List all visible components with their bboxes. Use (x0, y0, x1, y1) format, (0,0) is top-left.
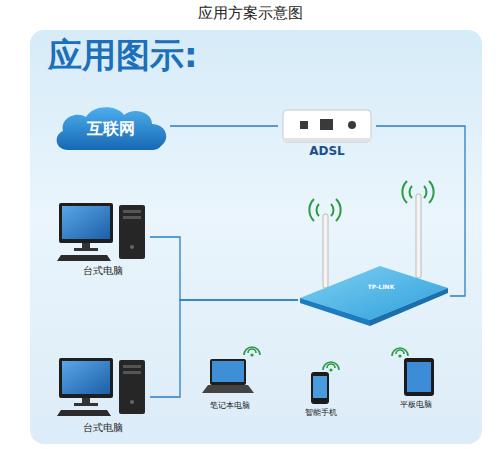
adsl-modem: ADSL (278, 106, 376, 162)
network-cable (170, 125, 278, 126)
desktop-computer: 台式电脑 (55, 197, 150, 279)
tablet: 平板电脑 (386, 348, 446, 414)
device-label: 笔记本电脑 (200, 401, 260, 410)
wireless-router: TP-LINK (298, 180, 450, 328)
panel-heading: 应用图示: (48, 36, 348, 75)
laptop: 笔记本电脑 (200, 345, 260, 415)
page-title: 应用方案示意图 (0, 4, 500, 23)
desktop-computer: 台式电脑 (55, 352, 150, 436)
brand-label: TP-LINK (356, 284, 406, 291)
device-label: ADSL (278, 145, 376, 159)
device-label: 平板电脑 (386, 400, 446, 409)
cloud-label: 互联网 (52, 120, 170, 138)
scheme-panel: 应用图示:互联网ADSL台式电脑TP-LINK台式电脑笔记本电脑智能手机平板电脑 (30, 30, 482, 444)
internet-cloud: 互联网 (52, 104, 170, 152)
device-label: 智能手机 (298, 408, 344, 417)
device-label: 台式电脑 (55, 265, 150, 277)
device-label: 台式电脑 (55, 422, 150, 434)
wireless-router-shape (298, 180, 450, 328)
smartphone: 智能手机 (298, 362, 344, 420)
